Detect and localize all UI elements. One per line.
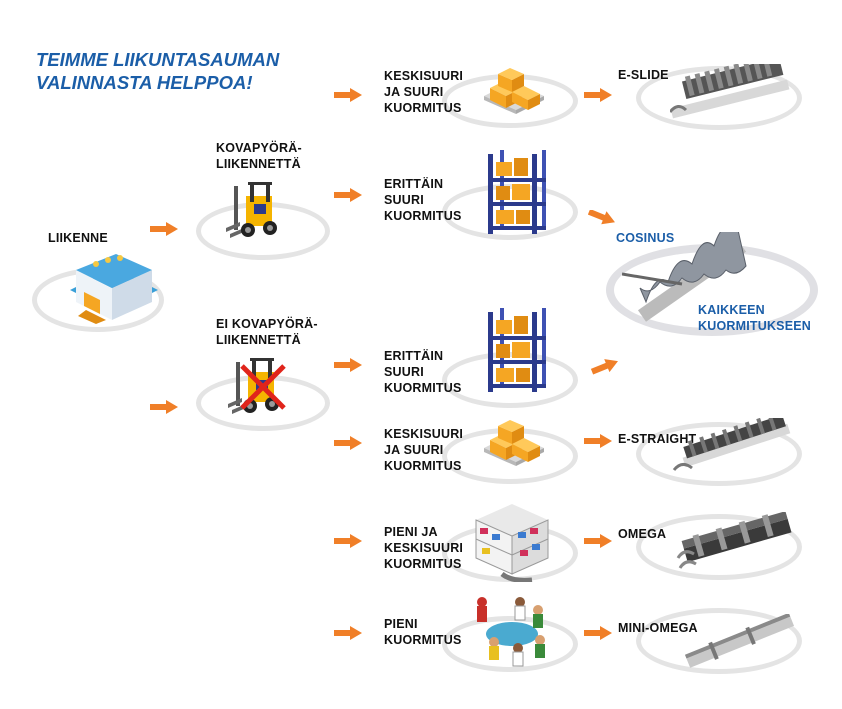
- load-label-6: PIENI KUORMITUS: [384, 617, 462, 647]
- title-line-1: TEIMME LIIKUNTASAUMAN: [36, 49, 280, 70]
- product-ring-estraight: [636, 422, 802, 486]
- warehouse-icon: [70, 254, 158, 324]
- boxes-icon: [484, 420, 544, 466]
- mini-omega-joint-icon: [684, 614, 795, 668]
- arrow-to-eslide: [584, 88, 612, 102]
- arrow-to-cosinus-down: [588, 210, 618, 229]
- arrow-to-load-2: [334, 188, 362, 202]
- arrow-to-cosinus-up: [589, 354, 618, 376]
- product-ring-miniomega: [636, 608, 802, 674]
- parking-garage-icon: [475, 504, 549, 582]
- arrow-to-load-4: [334, 436, 362, 450]
- cosinus-joint-icon: [622, 232, 747, 322]
- rack-icon: [488, 150, 546, 234]
- load-label-1: KESKISUURI JA SUURI KUORMITUS: [384, 69, 464, 115]
- arrow-to-load-5: [334, 534, 362, 548]
- hard-branch-label: KOVAPYÖRÄ- LIIKENNETTÄ: [216, 141, 302, 171]
- arrow-to-load-3: [334, 358, 362, 372]
- product-label-cosinus: COSINUS: [616, 231, 675, 245]
- arrow-to-omega: [584, 534, 612, 548]
- title-line-2: VALINNASTA HELPPOA!: [36, 72, 253, 93]
- page-title: TEIMME LIIKUNTASAUMAN VALINNASTA HELPPOA…: [36, 48, 279, 94]
- forklift-forbidden-icon: [228, 358, 286, 414]
- root-label: LIIKENNE: [48, 231, 108, 245]
- arrow-root-hard: [150, 222, 178, 236]
- load-ring-6: [442, 616, 578, 672]
- e-straight-joint-icon: [672, 418, 791, 471]
- load-label-4: KESKISUURI JA SUURI KUORMITUS: [384, 427, 464, 473]
- arrow-to-load-6: [334, 626, 362, 640]
- arrow-root-soft: [150, 400, 178, 414]
- e-slide-joint-icon: [670, 64, 791, 120]
- product-label-estraight: E-STRAIGHT: [618, 432, 697, 446]
- arrow-to-miniomega: [584, 626, 612, 640]
- load-label-2: ERITTÄIN SUURI KUORMITUS: [384, 177, 462, 223]
- product-ring-eslide: [636, 66, 802, 130]
- load-label-5: PIENI JA KESKISUURI KUORMITUS: [384, 525, 464, 571]
- product-ring-omega: [636, 514, 802, 580]
- cosinus-note: KAIKKEEN KUORMITUKSEEN: [698, 303, 812, 333]
- product-label-miniomega: MINI-OMEGA: [618, 621, 698, 635]
- forklift-icon: [226, 182, 277, 238]
- product-label-eslide: E-SLIDE: [618, 68, 669, 82]
- people-meeting-icon: [477, 597, 545, 667]
- boxes-icon: [484, 68, 544, 114]
- soft-branch-label: EI KOVAPYÖRÄ- LIIKENNETTÄ: [216, 317, 318, 347]
- load-label-3: ERITTÄIN SUURI KUORMITUS: [384, 349, 462, 395]
- arrow-to-estraight: [584, 434, 612, 448]
- omega-joint-icon: [676, 512, 792, 569]
- rack-icon: [488, 308, 546, 392]
- product-label-omega: OMEGA: [618, 527, 667, 541]
- arrow-to-load-1: [334, 88, 362, 102]
